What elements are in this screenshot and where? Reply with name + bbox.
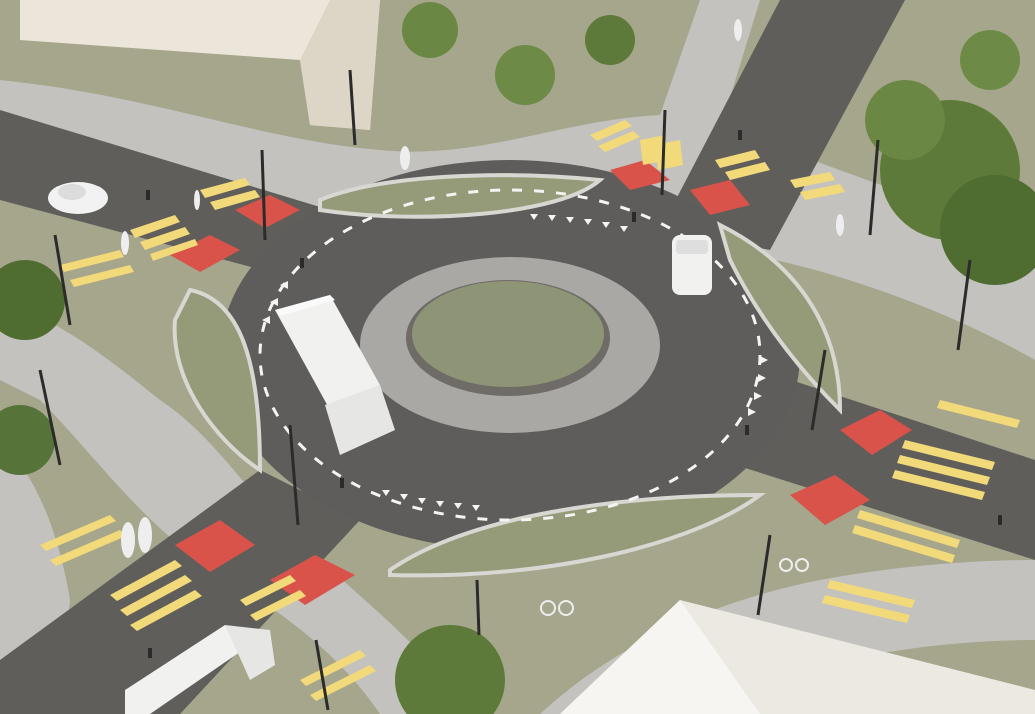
van-east (672, 235, 712, 295)
yield-markings (262, 214, 768, 511)
street-lamps (38, 69, 972, 711)
people (121, 19, 844, 558)
vehicles (48, 182, 712, 714)
truck-center (275, 295, 395, 455)
central-grass (412, 281, 604, 387)
building-top-left (20, 0, 380, 130)
car-west (48, 182, 108, 214)
zebra-crossings (40, 120, 1020, 701)
ring-dashed-line (258, 188, 762, 522)
grass-islands (172, 173, 843, 578)
cycle-crossings (170, 160, 912, 605)
building-bottom-right (560, 600, 1035, 714)
truck-south-west (125, 625, 275, 714)
bollards (146, 130, 1002, 658)
cyclists (540, 558, 809, 616)
